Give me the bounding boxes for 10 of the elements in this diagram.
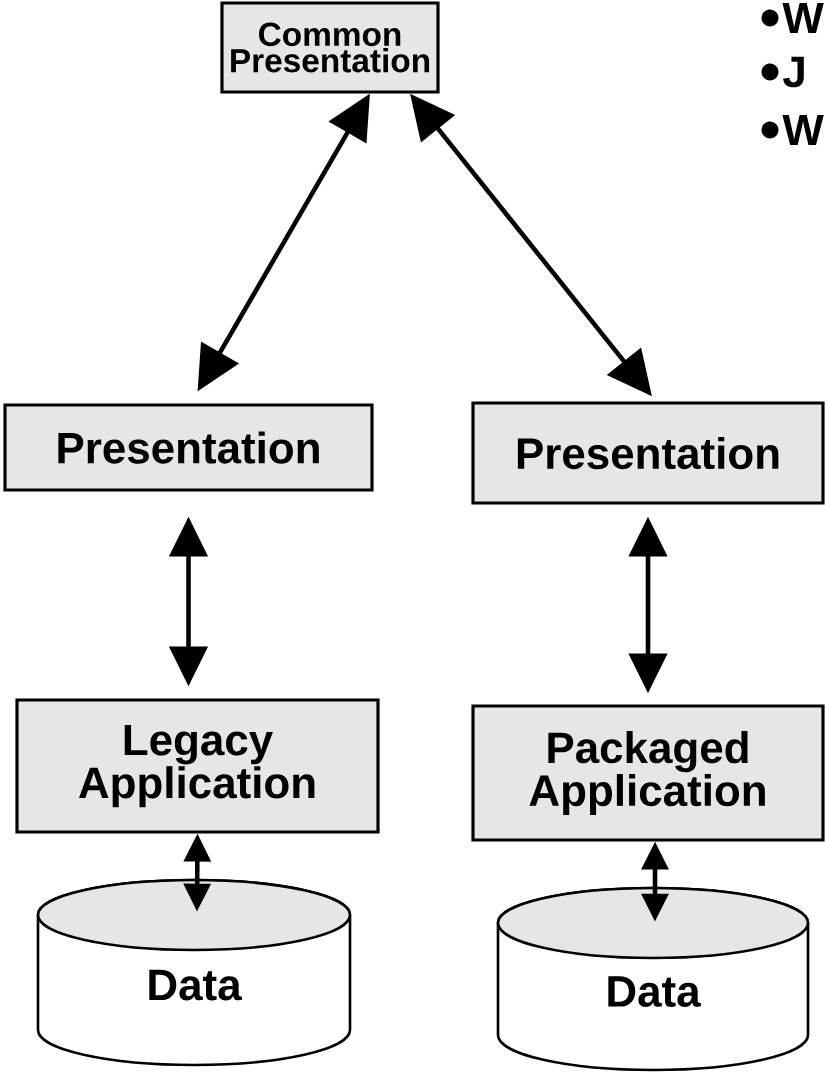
- process-box: Packaged Application: [471, 704, 825, 842]
- database-cylinder: Data: [36, 878, 352, 1067]
- bullet-item: J: [761, 56, 804, 88]
- process-box: Common Presentation: [220, 1, 440, 94]
- bullet-item: W: [761, 114, 824, 146]
- process-box: Presentation: [471, 401, 825, 505]
- process-box: Presentation: [3, 403, 374, 492]
- bullet-item: W: [761, 2, 824, 34]
- database-cylinder: Data: [496, 886, 810, 1072]
- process-box: Legacy Application: [15, 698, 380, 834]
